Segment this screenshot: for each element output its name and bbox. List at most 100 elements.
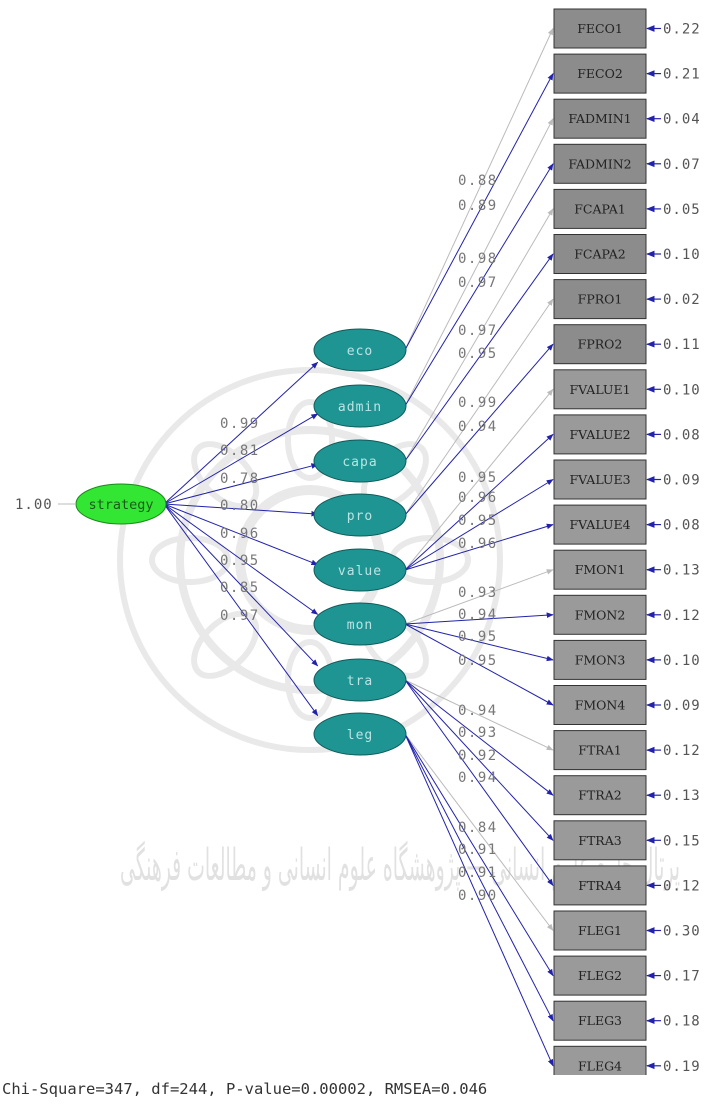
path-tra-FTRA3 [404,679,554,841]
loading-FPRO1: 0.99 [458,395,498,411]
path-admin-FADMIN2 [404,163,554,407]
loading-FVALUE3: 0.95 [458,513,498,529]
error-variance-FTRA4: 0.12 [663,878,701,894]
indicator-label-FLEG2: FLEG2 [578,968,622,983]
loading-FTRA4: 0.94 [458,770,498,786]
path-admin-FADMIN1 [404,118,554,407]
factor-mon [313,602,407,646]
loading-strategy-capa: 0.78 [220,471,260,487]
indicator-label-FMON4: FMON4 [575,698,626,713]
indicator-label-FVALUE4: FVALUE4 [569,517,630,532]
indicator-box-FTRA3 [553,820,647,861]
indicator-label-FECO1: FECO1 [577,21,623,36]
factor-label-leg: leg [347,728,373,743]
factor-capa [313,439,407,483]
loading-FECO1: 0.88 [458,173,498,189]
indicator-label-FTRA3: FTRA3 [578,833,621,848]
factor-label-tra: tra [347,674,373,689]
error-variance-FTRA2: 0.13 [663,788,701,804]
path-value-FVALUE2 [404,433,554,571]
loading-FLEG1: 0.84 [458,820,498,836]
loading-FCAPA1: 0.97 [458,323,498,339]
indicator-label-FLEG3: FLEG3 [578,1013,622,1028]
path-mon-FMON3 [404,623,554,662]
factor-eco [313,328,407,372]
loading-strategy-value: 0.96 [220,526,260,542]
path-tra-FTRA2 [404,679,554,796]
path-capa-FCAPA2 [404,253,554,462]
error-variance-FLEG1: 0.30 [663,924,701,940]
error-variance-FVALUE4: 0.08 [663,518,701,534]
loading-FMON4: 0.95 [458,653,498,669]
loading-strategy-tra: 0.85 [220,580,260,596]
path-leg-FLEG1 [404,733,554,932]
indicator-box-FMON3 [553,639,647,680]
loading-strategy-leg: 0.97 [220,608,260,624]
indicator-box-FCAPA2 [553,234,647,274]
path-mon-FMON1 [404,569,554,625]
path-pro-FPRO1 [404,298,554,516]
indicator-box-FMON2 [553,594,647,635]
indicator-box-FECO1 [553,8,647,49]
path-tra-FTRA4 [404,679,554,886]
indicator-label-FPRO2: FPRO2 [578,337,623,352]
loading-FLEG2: 0.91 [458,842,498,858]
error-variance-FCAPA2: 0.10 [663,247,701,263]
indicator-box-FCAPA1 [553,188,647,229]
path-value-FVALUE4 [404,523,554,571]
path-strategy-pro [163,503,319,517]
error-variance-FMON4: 0.09 [663,698,701,714]
path-strategy-tra [163,503,319,667]
factor-label-mon: mon [347,618,373,633]
error-variance-FLEG4: 0.19 [663,1059,701,1075]
loading-FVALUE1: 0.95 [458,470,498,486]
loading-FTRA1: 0.94 [458,703,498,719]
watermark-petal [149,535,231,585]
factor-label-eco: eco [347,344,373,359]
error-variance-FADMIN2: 0.07 [663,157,701,173]
loading-FTRA2: 0.93 [458,725,498,741]
loading-FVALUE4: 0.96 [458,536,498,552]
indicator-box-FPRO2 [553,324,647,365]
error-variance-FPRO1: 0.02 [663,292,701,308]
watermark-petal [285,399,335,481]
loading-FCAPA2: 0.95 [458,346,498,362]
loading-FLEG3: 0.91 [458,865,498,881]
loading-strategy-mon: 0.95 [220,553,260,569]
path-strategy-leg [163,503,319,717]
factor-label-value: value [338,564,382,579]
path-value-FVALUE3 [404,479,554,571]
path-eco-FECO1 [404,27,554,351]
indicator-label-FVALUE3: FVALUE3 [569,472,630,487]
factor-admin [313,384,407,428]
watermark-ring [176,426,444,694]
loading-FADMIN1: 0.98 [458,251,498,267]
indicator-box-FECO2 [553,53,647,94]
indicator-box-FVALUE1 [553,369,647,410]
indicator-box-FLEG4 [553,1045,647,1075]
error-variance-FVALUE1: 0.10 [663,382,701,398]
error-variance-FTRA1: 0.12 [663,743,701,759]
path-capa-FCAPA1 [404,208,554,462]
indicator-box-FMON1 [553,549,647,590]
indicator-box-FTRA1 [553,730,647,771]
error-variance-FMON1: 0.13 [663,563,701,579]
indicator-label-FMON2: FMON2 [575,607,626,622]
loading-FMON1: 0.93 [458,585,498,601]
indicator-boxes: FECO1FECO2FADMIN1FADMIN2FCAPA1FCAPA2FPRO… [553,8,647,1075]
indicator-label-FMON1: FMON1 [575,562,626,577]
indicator-label-FMON3: FMON3 [575,652,626,667]
path-leg-FLEG2 [404,733,554,977]
loading-FPRO2: 0.94 [458,419,498,435]
indicator-label-FADMIN2: FADMIN2 [568,156,631,171]
loading-strategy-admin: 0.81 [220,443,260,459]
indicator-box-FVALUE2 [553,414,647,455]
indicator-label-FCAPA2: FCAPA2 [574,247,626,262]
error-variance-FECO2: 0.21 [663,67,701,83]
factor-value [313,548,407,592]
indicator-label-FTRA2: FTRA2 [578,788,621,803]
second-order-paths [163,361,319,717]
indicator-label-FLEG1: FLEG1 [578,923,622,938]
indicator-box-FLEG3 [553,1000,647,1041]
